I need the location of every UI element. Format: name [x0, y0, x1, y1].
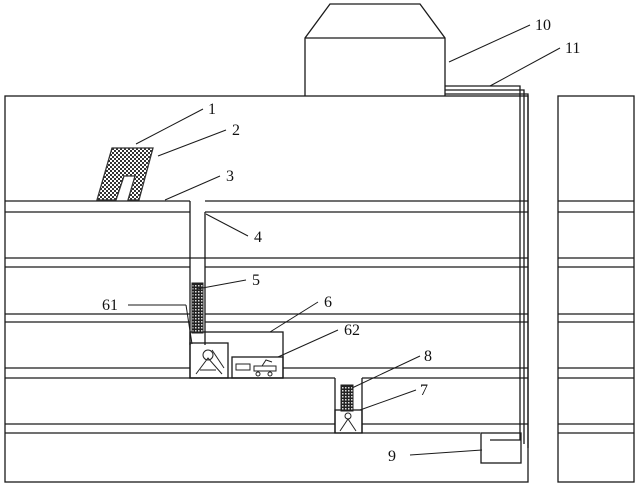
equipment-62-icon: [235, 359, 277, 377]
pillar-5: [191, 282, 204, 334]
label-6: 6: [324, 294, 332, 311]
label-9: 9: [388, 448, 396, 465]
chamber-61-unit: [189, 342, 229, 379]
chamber-62-unit: [231, 356, 284, 379]
surface-pile: [96, 147, 154, 201]
leader-lines: [128, 24, 561, 456]
pipeline-11: [445, 85, 529, 448]
label-8: 8: [424, 348, 432, 365]
label-10: 10: [535, 17, 551, 34]
label-3: 3: [226, 168, 234, 185]
label-62: 62: [344, 322, 360, 339]
equipment-7-icon: [339, 412, 357, 432]
label-7: 7: [420, 382, 428, 399]
pillar-8: [340, 384, 354, 412]
label-1: 1: [208, 101, 216, 118]
strata-lines: [5, 200, 634, 434]
vertical-shaft: [189, 201, 206, 345]
label-5: 5: [252, 272, 260, 289]
equipment-61-icon: [195, 349, 225, 375]
label-2: 2: [232, 122, 240, 139]
label-4: 4: [254, 229, 262, 246]
label-61: 61: [102, 297, 118, 314]
ground-right-block: [557, 95, 635, 483]
tank-9: [480, 432, 522, 464]
label-11: 11: [565, 40, 580, 57]
surface-building: [304, 3, 446, 96]
